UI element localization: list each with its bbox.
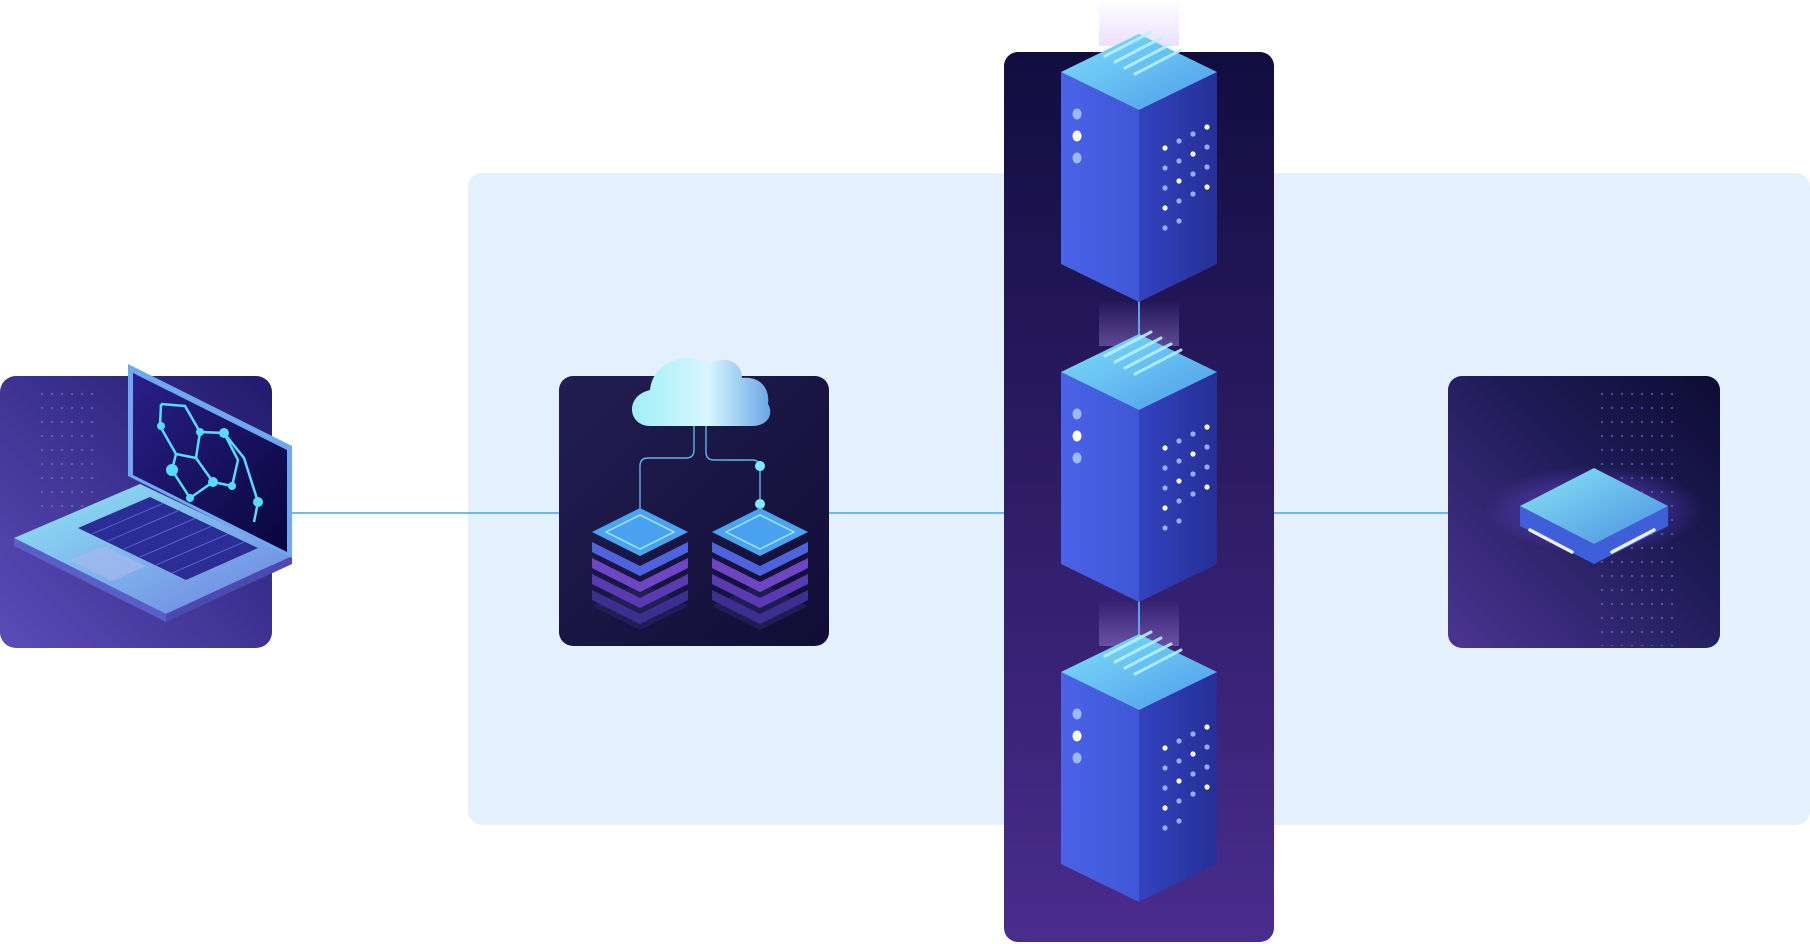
database-stack-icon (592, 508, 688, 630)
storage-device-node (1448, 376, 1720, 648)
server-rack-node (1004, 0, 1274, 942)
server-tower-icon (1061, 600, 1217, 902)
laptop-icon (14, 364, 292, 622)
client-dot-grid (40, 392, 100, 517)
cloud-icon (631, 357, 771, 426)
database-stack-icon (712, 508, 808, 630)
server-tower-icon (1061, 300, 1217, 602)
client-node (0, 364, 292, 648)
storage-drive-icon (1520, 468, 1668, 564)
cloud-storage-node (559, 357, 829, 646)
server-tower-icon (1061, 0, 1217, 302)
